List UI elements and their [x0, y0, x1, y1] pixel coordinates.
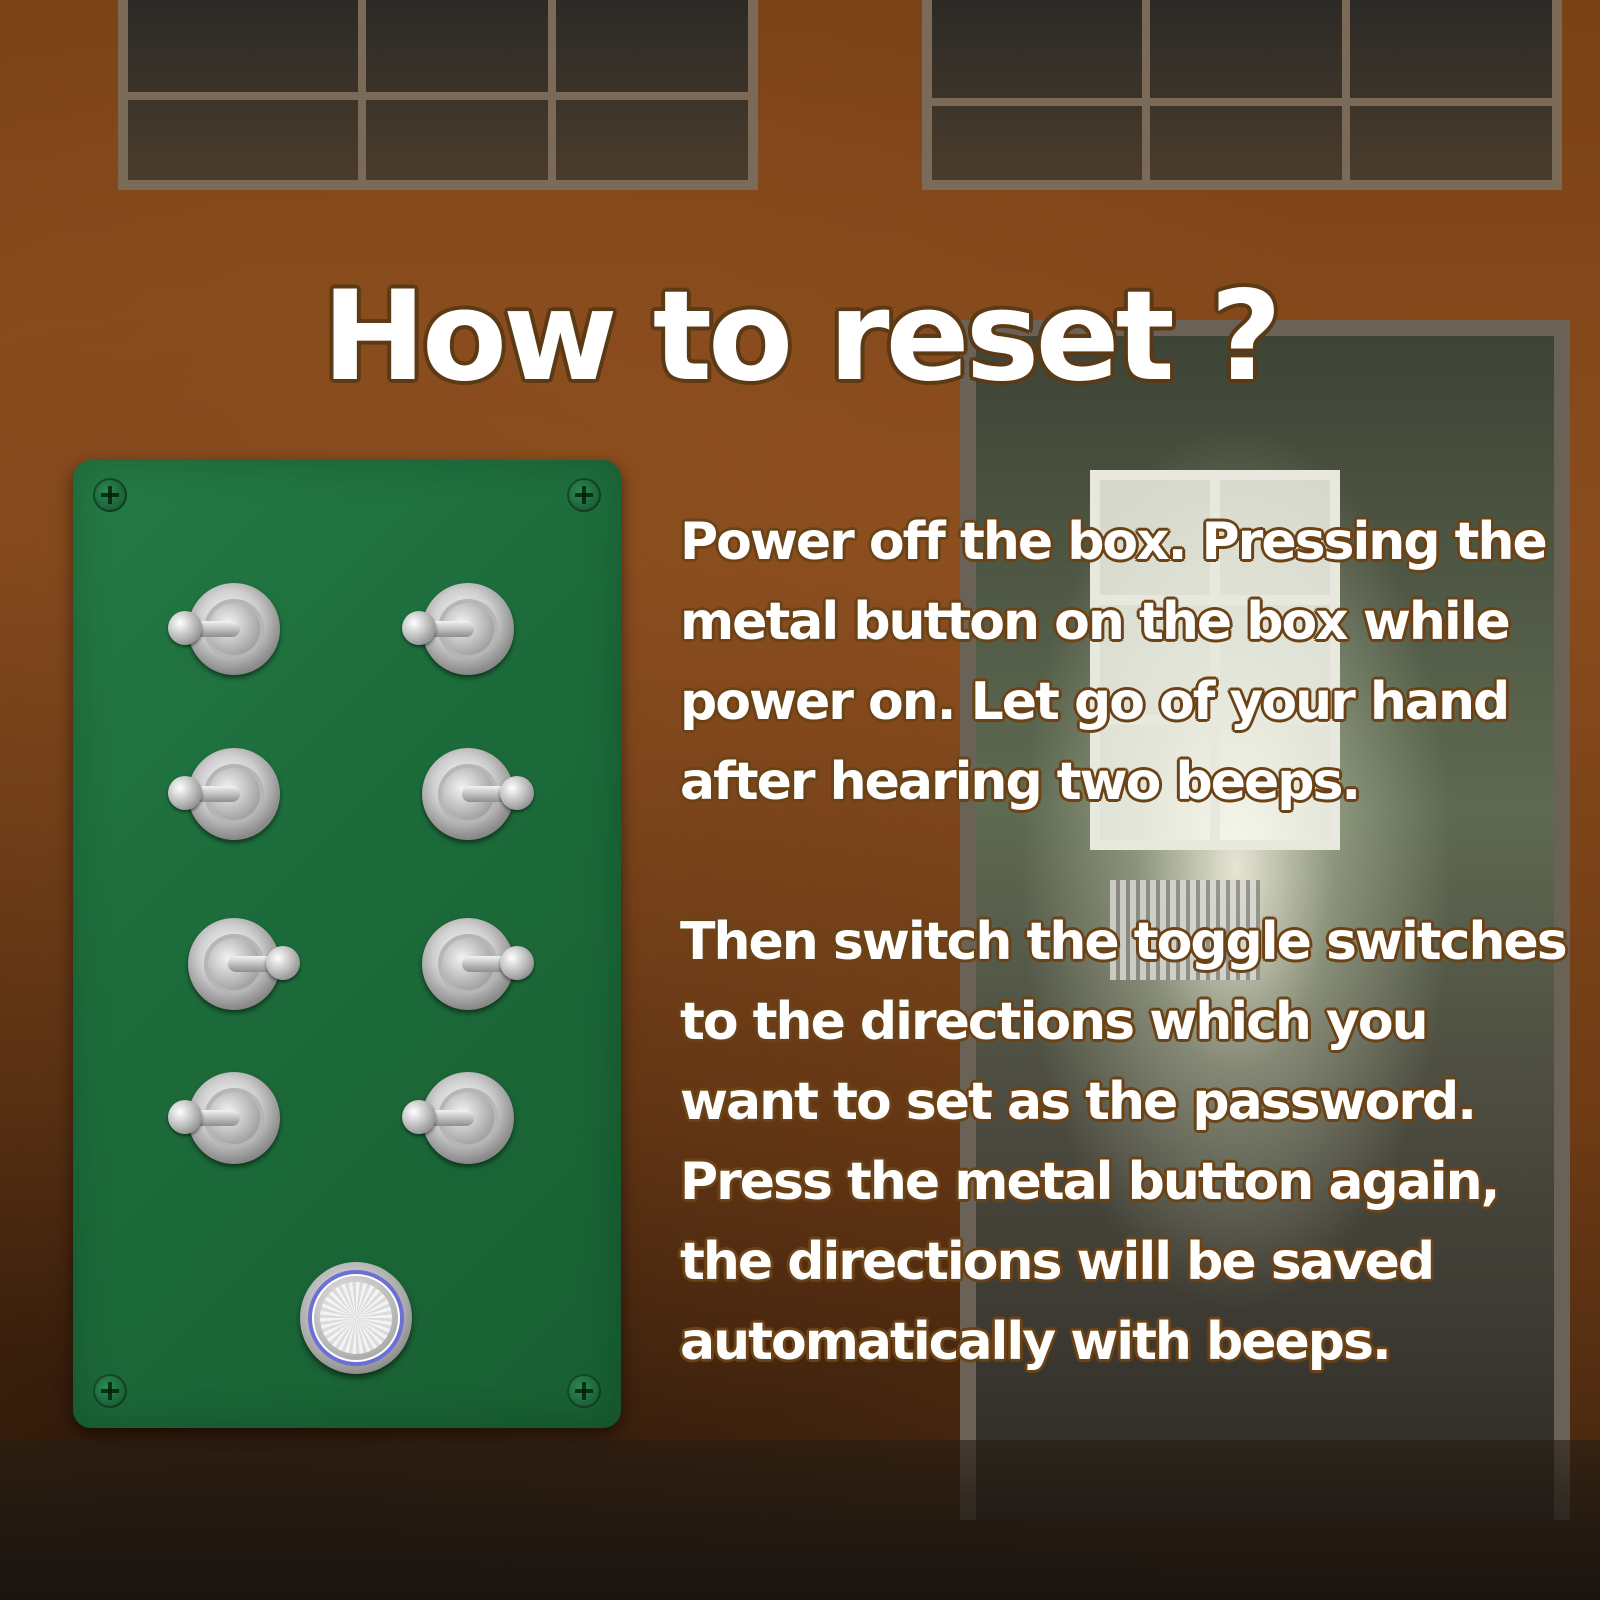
instruction-line: metal button on the box while: [680, 592, 1511, 652]
toggle-switch-r1-c2[interactable]: [402, 583, 514, 675]
far-window: [1090, 470, 1340, 850]
toggle-switch-r4-c1[interactable]: [168, 1072, 280, 1164]
upper-window-right: [922, 0, 1562, 190]
instruction-line: automatically with beeps.: [680, 1312, 1392, 1372]
instruction-line: the directions will be saved: [680, 1232, 1435, 1292]
floor: [0, 1440, 1600, 1600]
screw-icon: [567, 1374, 601, 1408]
instruction-line: after hearing two beeps.: [680, 752, 1361, 812]
instruction-line: Power off the box. Pressing the: [680, 512, 1548, 572]
instruction-line: power on. Let go of your hand: [680, 672, 1510, 732]
toggle-switch-r4-c2[interactable]: [402, 1072, 514, 1164]
paragraph-set-password: Then switch the toggle switches to the d…: [680, 902, 1568, 1382]
screw-icon: [93, 478, 127, 512]
toggle-switch-box: [73, 460, 621, 1428]
toggle-switch-r2-c1[interactable]: [168, 748, 280, 840]
paragraph-power-off: Power off the box. Pressing the metal bu…: [680, 502, 1560, 822]
screw-icon: [567, 478, 601, 512]
toggle-switch-r3-c2[interactable]: [422, 918, 534, 1010]
instruction-line: Then switch the toggle switches: [680, 912, 1568, 972]
toggle-switch-r1-c1[interactable]: [168, 583, 280, 675]
radiator: [1110, 880, 1260, 980]
screw-icon: [93, 1374, 127, 1408]
instruction-line: want to set as the password.: [680, 1072, 1477, 1132]
upper-window-left: [118, 0, 758, 190]
toggle-switch-r3-c1[interactable]: [188, 918, 300, 1010]
button-cap: [320, 1282, 392, 1354]
headline: How to reset ?: [322, 265, 1282, 409]
instruction-line: Press the metal button again,: [680, 1152, 1500, 1212]
instructions: Power off the box. Pressing the metal bu…: [680, 502, 1568, 1382]
instruction-line: to the directions which you: [680, 992, 1429, 1052]
toggle-switch-r2-c2[interactable]: [422, 748, 534, 840]
metal-button[interactable]: [300, 1262, 412, 1374]
